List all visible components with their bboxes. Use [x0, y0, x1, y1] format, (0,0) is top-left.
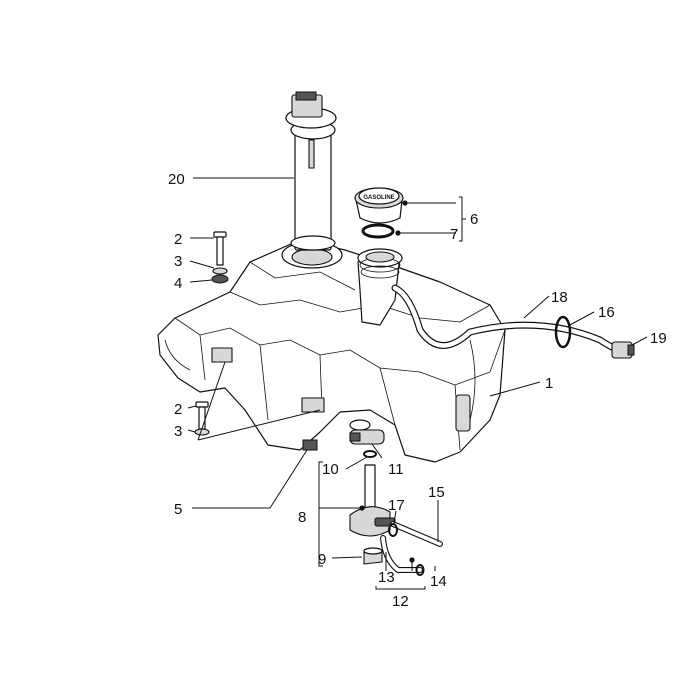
callout-10: 10 — [322, 461, 339, 478]
leader-dots — [359, 200, 415, 563]
hose-end-valve-19 — [611, 341, 635, 359]
fuel-cap: GASOLINE — [354, 187, 404, 224]
callout-6: 6 — [470, 211, 478, 228]
fuel-hose-15 — [390, 521, 443, 547]
callout-labels: 20 2 3 4 2 3 5 6 7 1 18 16 19 10 11 8 9 … — [168, 171, 667, 610]
callout-5: 5 — [174, 501, 182, 518]
callout-15: 15 — [428, 484, 445, 501]
callout-13: 13 — [378, 569, 395, 586]
hose-clamp-14 — [415, 564, 425, 576]
callout-7: 7 — [450, 226, 458, 243]
hose-clamp-17 — [388, 523, 398, 537]
gasket-10 — [363, 450, 377, 458]
rubber-washer-4 — [211, 274, 229, 284]
bolt-lower — [194, 401, 210, 436]
callout-18: 18 — [551, 289, 568, 306]
fuel-cap-o-ring — [361, 223, 395, 239]
hose-clamp-11 — [349, 429, 385, 445]
callout-3-lower: 3 — [174, 423, 182, 440]
hose-clamp-16 — [554, 315, 572, 349]
filler-neck — [357, 248, 403, 326]
fuel-hose-13 — [380, 535, 423, 573]
washer-upper — [212, 267, 228, 275]
callout-19: 19 — [650, 330, 667, 347]
breather-hose — [391, 284, 629, 356]
callout-3-upper: 3 — [174, 253, 182, 270]
fuel-pump-assembly — [285, 91, 337, 251]
leader-lines — [187, 177, 648, 590]
callout-17: 17 — [388, 497, 405, 514]
callout-16: 16 — [598, 304, 615, 321]
callout-4: 4 — [174, 275, 182, 292]
callout-2-lower: 2 — [174, 401, 182, 418]
callout-14: 14 — [430, 573, 447, 590]
callout-1: 1 — [545, 375, 553, 392]
clip-nut — [302, 439, 318, 451]
filter-9 — [363, 547, 383, 565]
callout-11: 11 — [388, 461, 404, 478]
bolt-upper — [213, 231, 227, 266]
fuel-tank — [157, 239, 506, 463]
callout-9: 9 — [318, 551, 326, 568]
callout-2-upper: 2 — [174, 231, 182, 248]
fuel-cap-text: GASOLINE — [363, 195, 394, 201]
callout-8: 8 — [298, 509, 306, 526]
callout-12: 12 — [392, 593, 409, 610]
callout-20: 20 — [168, 171, 185, 188]
